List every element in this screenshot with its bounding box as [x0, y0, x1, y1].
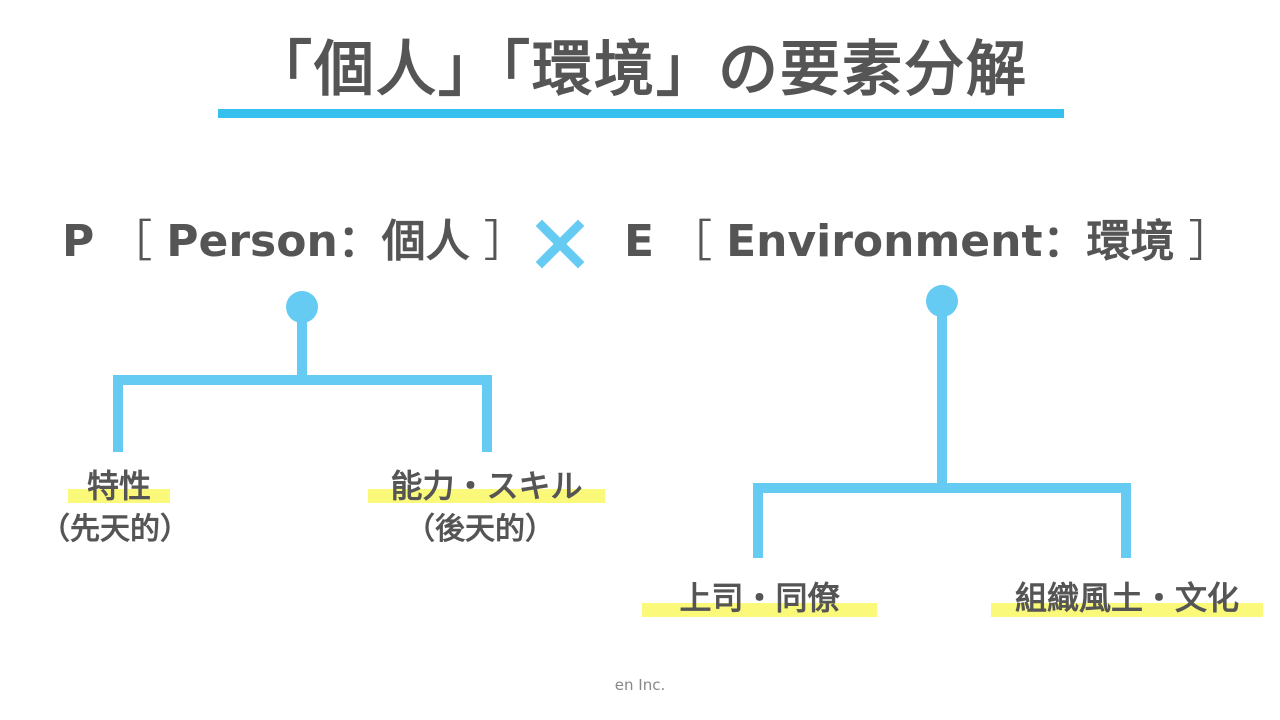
- highlight-boss: [642, 603, 877, 617]
- person-open-bracket: ［: [108, 216, 153, 267]
- label-ability: 能力・スキル: [390, 467, 583, 505]
- label-boss: 上司・同僚: [679, 579, 840, 617]
- sub-trait: （先天的）: [40, 512, 190, 547]
- title-underline: [218, 109, 1064, 118]
- highlight-ability: [368, 489, 605, 503]
- multiply-icon: [535, 219, 585, 269]
- environment-close-bracket: ］: [1188, 216, 1233, 267]
- person-close-bracket: ］: [483, 216, 528, 267]
- page-title: 「個人」「環境」の要素分解: [252, 35, 1028, 105]
- highlight-culture: [991, 603, 1263, 617]
- label-culture: 組織風土・文化: [1014, 579, 1239, 617]
- environment-open-bracket: ［: [668, 216, 713, 267]
- environment-term: E ［ Environment：環境 ］: [624, 212, 1247, 272]
- environment-label: Environment：環境: [726, 216, 1175, 267]
- person-branch: [113, 375, 492, 452]
- label-trait: 特性: [86, 467, 151, 505]
- environment-branch: [753, 483, 1131, 558]
- highlight-trait: [68, 489, 170, 503]
- footer-company: en Inc.: [614, 676, 666, 694]
- environment-letter: E: [624, 216, 655, 267]
- person-letter: P: [62, 216, 95, 267]
- sub-ability: （後天的）: [405, 512, 555, 547]
- person-term: P ［ Person：個人 ］: [62, 212, 542, 272]
- person-label: Person：個人: [166, 216, 470, 267]
